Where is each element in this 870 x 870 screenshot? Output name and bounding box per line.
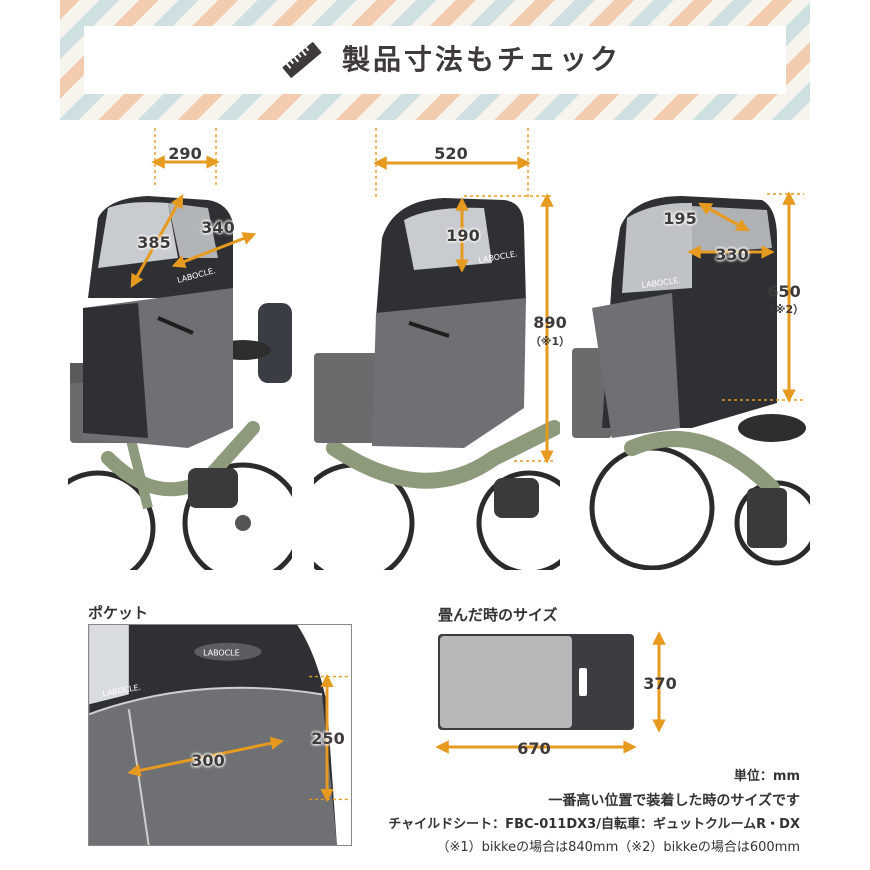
dim-height-650: 650: [767, 282, 801, 301]
dim-diag-340: 340: [201, 218, 235, 237]
footnote-text: （※1）bikkeの場合は840mm（※2）bikkeの場合は600mm: [436, 840, 800, 855]
dim-diag-385: 385: [137, 233, 171, 252]
dim-folded-670: 670: [517, 739, 551, 758]
bike-figure-left: LABOCLE.: [68, 128, 292, 570]
dim-height-890: 890: [533, 313, 567, 332]
page-title: 製品寸法もチェック: [342, 43, 622, 76]
dim-width-520: 520: [434, 144, 468, 163]
brand-logo: LABOCLE: [203, 649, 239, 658]
dim-diag-195: 195: [663, 209, 697, 228]
ruler-icon: [282, 42, 322, 78]
dim-width-290: 290: [168, 144, 202, 163]
pocket-photo: LABOCLE LABOCLE.: [88, 624, 352, 846]
bike-figure-right: LABOCLE.: [572, 128, 810, 570]
dim-window-190: 190: [446, 226, 480, 245]
position-text: 一番高い位置で装着した時のサイズです: [548, 793, 800, 809]
folded-label: 畳んだ時のサイズ: [438, 606, 558, 624]
dim-folded-370: 370: [643, 674, 677, 693]
folded-diagram: [436, 631, 666, 754]
dim-pocket-300: 300: [191, 751, 225, 770]
pocket-label: ポケット: [88, 604, 149, 622]
header-title-box: 製品寸法もチェック: [84, 26, 786, 94]
header-banner: 製品寸法もチェック: [60, 0, 810, 120]
unit-text: 単位：mm: [733, 769, 800, 784]
models-text: チャイルドシート：FBC-011DX3/自転車：ギュットクルームR・DX: [388, 817, 800, 832]
note-1: （※1）: [529, 335, 571, 348]
dim-pocket-250: 250: [311, 729, 345, 748]
dim-width-330: 330: [715, 245, 749, 264]
note-2: （※2）: [763, 303, 805, 316]
bike-figure-middle: LABOCLE.: [314, 128, 560, 570]
